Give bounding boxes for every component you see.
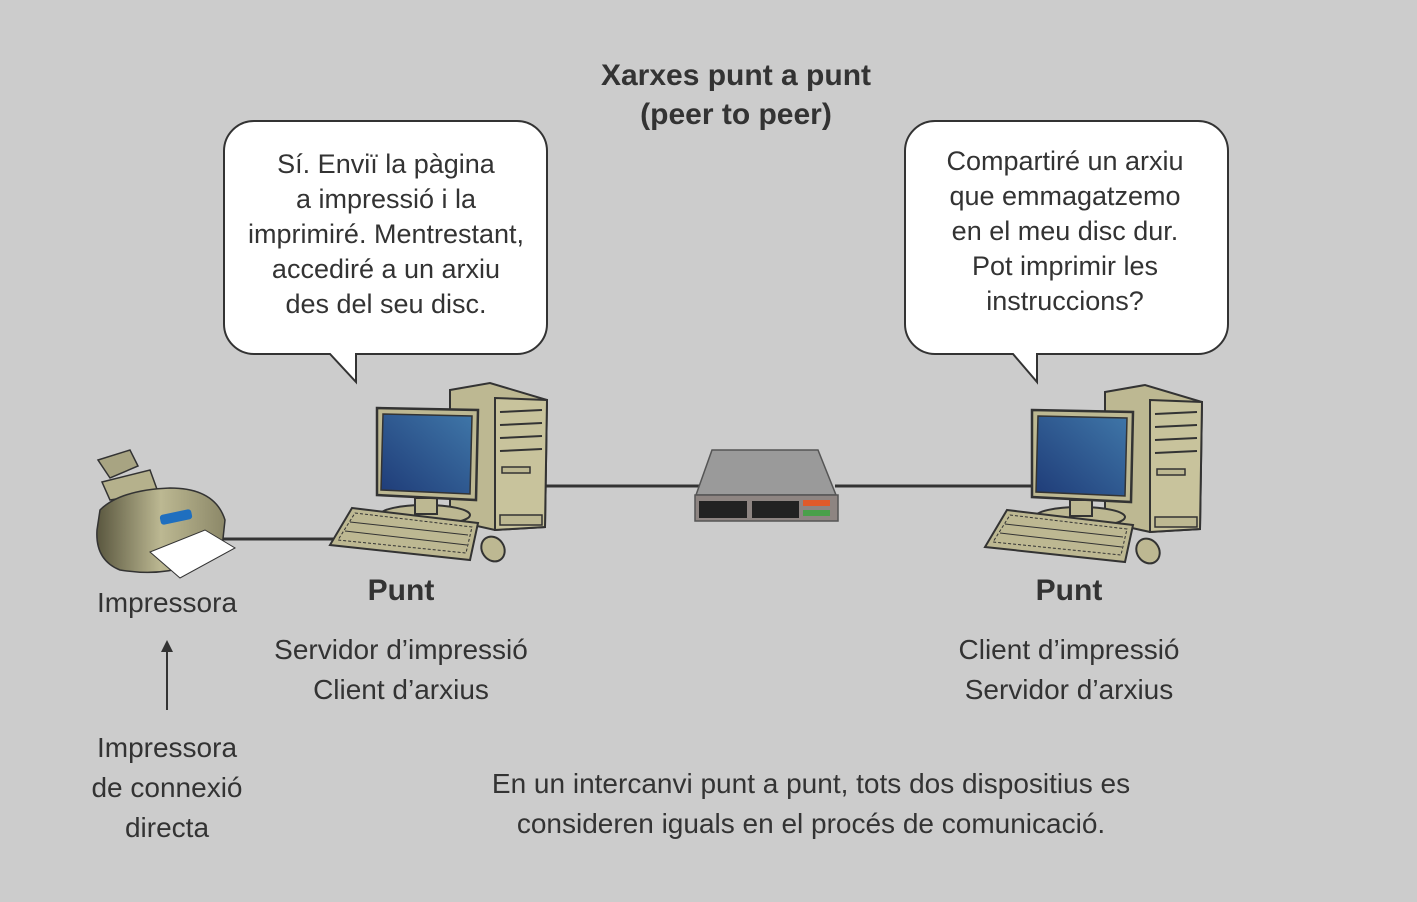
bubble-right-line: en el meu disc dur.: [952, 216, 1179, 246]
bubble-left-line: imprimiré. Mentrestant,: [248, 219, 524, 249]
right-peer-role: Servidor d’arxius: [965, 674, 1174, 705]
speech-bubble-right: Compartiré un arxiu que emmagatzemo en e…: [904, 120, 1229, 385]
bubble-left-line: accediré a un arxiu: [272, 254, 500, 284]
caption-line: En un intercanvi punt a punt, tots dos d…: [492, 768, 1130, 799]
bubble-left-line: a impressió i la: [296, 184, 477, 214]
right-peer-label: Punt: [1036, 574, 1103, 607]
arrow-up-icon: [161, 640, 173, 710]
title-line-1: Xarxes punt a punt: [601, 59, 871, 92]
left-peer-label: Punt: [368, 574, 435, 607]
speech-bubble-left: Sí. Enviï la pàgina a impressió i la imp…: [223, 120, 548, 385]
bubble-left-line: Sí. Enviï la pàgina: [277, 149, 496, 179]
printer-note-line: Impressora: [97, 732, 237, 763]
caption-line: consideren iguals en el procés de comuni…: [517, 808, 1105, 839]
network-cables: [220, 484, 1035, 541]
network-switch-icon: [694, 449, 839, 522]
bubble-right-line: que emmagatzemo: [949, 181, 1180, 211]
bubble-right-line: instruccions?: [986, 286, 1144, 316]
printer-note-line: de connexió: [91, 772, 242, 803]
bubble-right-line: Compartiré un arxiu: [946, 146, 1183, 176]
right-peer-role: Client d’impressió: [959, 634, 1180, 665]
printer-note-line: directa: [125, 812, 209, 843]
bubble-left-line: des del seu disc.: [285, 289, 486, 319]
printer-label: Impressora: [97, 587, 237, 618]
bubble-right-line: Pot imprimir les: [972, 251, 1158, 281]
printer-icon: [96, 449, 237, 579]
left-peer-role: Client d’arxius: [313, 674, 489, 705]
title-line-2: (peer to peer): [640, 98, 832, 131]
left-peer-role: Servidor d’impressió: [274, 634, 528, 665]
